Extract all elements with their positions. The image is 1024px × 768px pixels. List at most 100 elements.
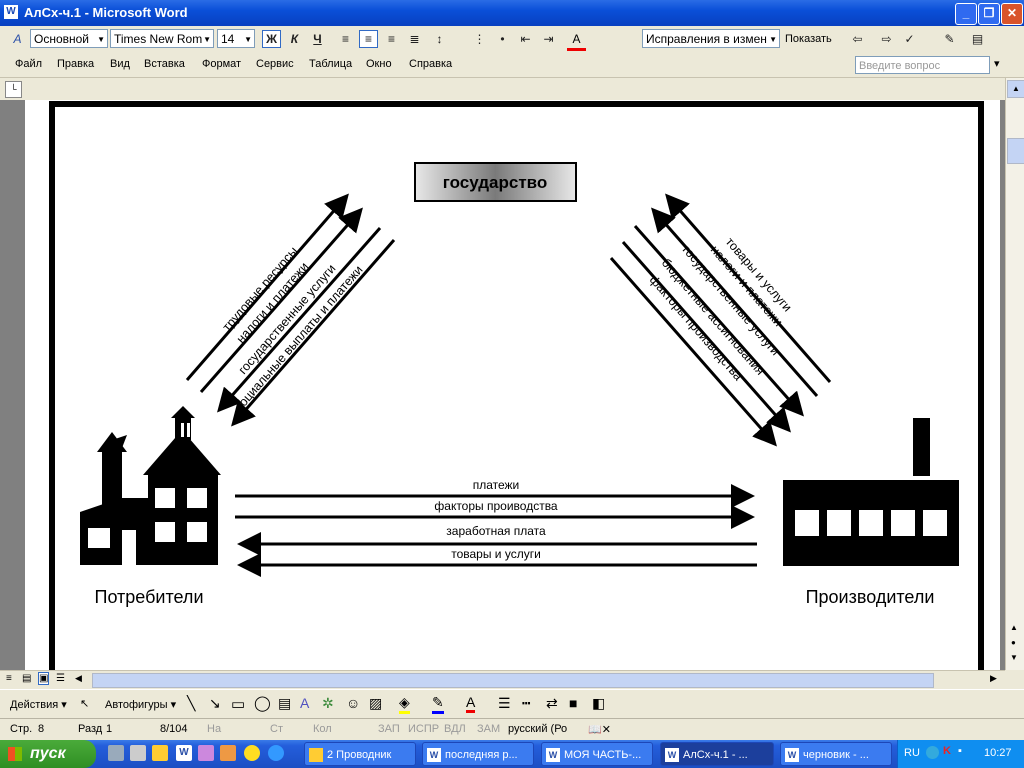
rectangle-icon[interactable]: ▭ — [231, 696, 246, 713]
comment-icon[interactable]: ✎ — [944, 32, 955, 46]
network-icon[interactable]: ▪ — [958, 745, 962, 757]
restore-button[interactable]: ❐ — [978, 3, 1000, 25]
actions-menu[interactable]: Действия ▾ — [10, 699, 67, 711]
track-changes-combo[interactable]: Исправления в измен▼ — [642, 29, 780, 48]
print-view-icon[interactable]: ▣ — [38, 672, 50, 685]
menu-edit[interactable]: Правка — [57, 58, 95, 70]
word-app-icon[interactable]: W — [4, 5, 18, 19]
justify-icon[interactable]: ≣ — [409, 32, 420, 46]
picture-icon[interactable]: ▨ — [369, 695, 383, 711]
text-color-icon[interactable]: A — [466, 694, 476, 713]
font-color-icon[interactable]: A — [567, 30, 586, 51]
line-style-icon[interactable]: ☰ — [498, 695, 511, 711]
previous-change-icon[interactable]: ⇦ — [852, 32, 863, 46]
menu-file[interactable]: Файл — [15, 58, 43, 70]
dash-style-icon[interactable]: ┅ — [522, 695, 531, 711]
italic-button[interactable]: К — [290, 32, 299, 46]
shadow-icon[interactable]: ■ — [569, 695, 578, 711]
reviewing-pane-icon[interactable]: ▤ — [971, 32, 984, 46]
autoshapes-menu[interactable]: Автофигуры ▾ — [105, 699, 177, 711]
tray-app-icon[interactable] — [926, 746, 939, 759]
language-indicator[interactable]: RU — [904, 747, 920, 759]
accept-change-icon[interactable]: ✓ — [904, 32, 915, 46]
numbered-list-icon[interactable]: ⋮ — [473, 32, 486, 46]
line-color-icon[interactable]: ✎ — [432, 694, 444, 714]
scroll-thumb[interactable] — [1007, 138, 1024, 164]
task-explorer[interactable]: 2 Проводник — [304, 742, 416, 766]
menu-help[interactable]: Справка — [409, 58, 453, 70]
select-objects-icon[interactable]: ↖ — [80, 698, 90, 710]
windows-logo-icon — [8, 747, 22, 761]
normal-view-icon[interactable]: ≡ — [6, 673, 12, 684]
scroll-up-icon[interactable]: ▲ — [1007, 80, 1024, 98]
align-left-icon[interactable]: ≡ — [341, 32, 349, 46]
status-ovr[interactable]: ЗАМ — [477, 723, 501, 735]
app-quicklaunch-icon[interactable] — [198, 745, 214, 761]
line-icon[interactable]: ╲ — [187, 695, 196, 711]
3d-icon[interactable]: ◧ — [592, 695, 606, 711]
arrow-style-icon[interactable]: ⇄ — [546, 695, 558, 711]
menu-tools[interactable]: Сервис — [256, 58, 294, 70]
fill-color-icon[interactable]: ◈ — [399, 694, 410, 714]
right-arrow-1 — [665, 193, 832, 383]
scroll-left-icon[interactable]: ◀ — [75, 673, 82, 683]
menu-table[interactable]: Таблица — [309, 58, 353, 70]
next-page-icon[interactable]: ▼ — [1010, 653, 1018, 662]
style-combo[interactable]: Основной▼ — [30, 29, 108, 48]
wordart-icon[interactable]: A — [300, 695, 310, 711]
help-question-input[interactable]: Введите вопрос — [855, 56, 990, 74]
oval-icon[interactable]: ◯ — [254, 695, 271, 712]
vertical-scrollbar[interactable]: ▲ ▲ ● ▼ — [1005, 78, 1024, 670]
ie-quicklaunch-icon[interactable] — [268, 745, 284, 761]
status-rec[interactable]: ЗАП — [378, 723, 400, 735]
bold-button[interactable]: Ж — [262, 30, 281, 48]
document-page[interactable]: государство трудовые ресурсы налоги и пл… — [25, 100, 1000, 677]
font-combo[interactable]: Times New Rom▼ — [110, 29, 214, 48]
textbox-icon[interactable]: ▤ — [278, 695, 292, 711]
prev-page-icon[interactable]: ▲ — [1010, 623, 1018, 632]
media-quicklaunch-icon[interactable] — [220, 745, 236, 761]
menu-format[interactable]: Формат — [202, 58, 242, 70]
web-view-icon[interactable]: ▤ — [22, 673, 32, 684]
arrow-icon[interactable]: ↘ — [209, 695, 221, 711]
spelling-status-icon[interactable]: 📖✕ — [588, 724, 611, 736]
menu-view[interactable]: Вид — [110, 58, 130, 70]
status-ext[interactable]: ВДЛ — [444, 723, 466, 735]
tab-selector-icon[interactable]: └ — [5, 81, 22, 98]
bulleted-list-icon[interactable]: • — [500, 32, 505, 46]
player-quicklaunch-icon[interactable] — [244, 745, 260, 761]
horizontal-scrollbar[interactable]: ≡ ▤ ▣ ☰ ◀ ▶ — [0, 670, 1005, 689]
close-button[interactable]: ✕ — [1001, 3, 1023, 25]
next-change-icon[interactable]: ⇨ — [881, 32, 892, 46]
clipart-icon[interactable]: ☺ — [346, 695, 361, 711]
styles-pane-icon[interactable]: A — [13, 32, 22, 46]
decrease-indent-icon[interactable]: ⇤ — [520, 32, 531, 46]
select-browse-icon[interactable]: ● — [1011, 638, 1016, 647]
close-document-icon[interactable]: ▾ — [994, 58, 1000, 70]
status-trk[interactable]: ИСПР — [408, 723, 440, 735]
scroll-right-icon[interactable]: ▶ — [990, 673, 997, 683]
font-size-combo[interactable]: 14▼ — [217, 29, 255, 48]
menu-insert[interactable]: Вставка — [144, 58, 185, 70]
word-quicklaunch-icon[interactable]: W — [176, 745, 192, 761]
minimize-button[interactable]: _ — [955, 3, 977, 25]
outline-view-icon[interactable]: ☰ — [56, 673, 65, 684]
increase-indent-icon[interactable]: ⇥ — [543, 32, 554, 46]
start-button[interactable]: пуск — [0, 740, 96, 768]
folder-quicklaunch-icon[interactable] — [152, 745, 168, 761]
align-center-icon[interactable]: ≡ — [359, 30, 378, 48]
horizontal-scroll-thumb[interactable] — [92, 673, 934, 688]
antivirus-icon[interactable]: K — [943, 745, 951, 757]
align-right-icon[interactable]: ≡ — [387, 32, 395, 46]
line-spacing-icon[interactable]: ↕ — [436, 32, 443, 46]
show-menu-button[interactable]: Показать — [785, 33, 832, 45]
underline-button[interactable]: Ч — [313, 32, 322, 46]
notepad-quicklaunch-icon[interactable] — [130, 745, 146, 761]
desktop-quicklaunch-icon[interactable] — [108, 745, 124, 761]
menu-window[interactable]: Окно — [366, 58, 392, 70]
diagram-icon[interactable]: ✲ — [322, 695, 334, 711]
